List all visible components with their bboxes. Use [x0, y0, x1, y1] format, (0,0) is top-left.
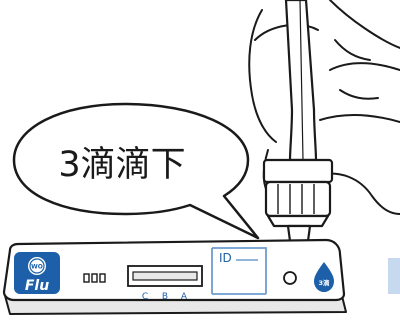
indicator-marks — [83, 273, 106, 283]
result-window — [127, 265, 203, 287]
line-label-b: B — [162, 292, 168, 302]
callout-bubble: 3滴滴下 — [12, 102, 260, 240]
hand-illustration — [248, 0, 400, 215]
logo-badge: WO — [31, 264, 43, 271]
id-label: ID — [219, 251, 232, 265]
sample-well — [283, 271, 297, 285]
line-label-c: C — [142, 292, 148, 302]
logo-text: Flu — [25, 278, 49, 294]
test-cassette: WO Flu C B A ID 3滴 — [2, 238, 347, 315]
callout-text: 3滴滴下 — [58, 145, 185, 185]
side-panel-fragment — [388, 258, 400, 294]
drop-badge-text: 3滴 — [318, 278, 330, 287]
flu-logo: WO Flu — [14, 252, 60, 294]
id-box: ID — [211, 247, 267, 295]
line-label-a: A — [181, 292, 188, 302]
drop-badge: 3滴 — [314, 262, 334, 292]
